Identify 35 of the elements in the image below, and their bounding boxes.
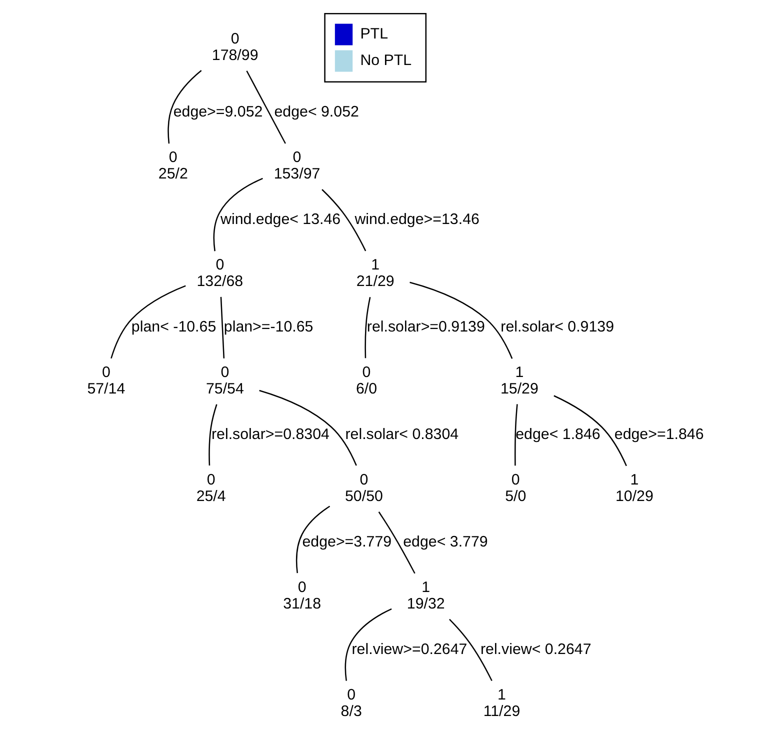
edge-label: rel.view>=0.2647 [352, 640, 468, 658]
legend-label: PTL [360, 25, 388, 42]
node-text: 0 6/0 [356, 364, 378, 398]
edge-label: edge>=3.779 [302, 533, 392, 550]
node-text: 1 10/29 [615, 472, 654, 505]
edge-label: rel.solar< 0.8304 [345, 426, 459, 443]
edge-label: wind.edge< 13.46 [220, 211, 341, 228]
node-text: 0 31/18 [283, 578, 322, 612]
edge-label: plan< -10.65 [131, 318, 216, 336]
edge-label: edge>=9.052 [173, 104, 263, 121]
node-text: 0 50/50 [345, 472, 383, 505]
node-text: 0 132/68 [196, 256, 244, 290]
edge-label: rel.solar>=0.9139 [366, 318, 485, 336]
node-text: 1 11/29 [483, 686, 520, 720]
node-text: 0 153/97 [274, 149, 320, 183]
edge-label: plan>=-10.65 [224, 318, 314, 336]
legend-label: No PTL [360, 52, 412, 69]
node-text: 0 5/0 [505, 472, 526, 505]
node-text: 1 21/29 [356, 256, 394, 290]
node-text: 0 25/4 [196, 472, 226, 505]
node-text: 0 25/2 [158, 149, 188, 183]
edge-label: rel.view< 0.2647 [480, 640, 592, 658]
edge-label: rel.solar< 0.9139 [500, 318, 614, 336]
edge-label: edge< 1.846 [516, 426, 600, 443]
node-text: 0 178/99 [212, 30, 258, 64]
node-text: 0 8/3 [340, 686, 362, 720]
edge-label: wind.edge>=13.46 [354, 211, 480, 228]
node-text: 0 75/54 [206, 364, 244, 398]
node-text: 1 15/29 [500, 364, 538, 398]
edge-label: edge< 3.779 [403, 533, 488, 550]
edge-label: rel.solar>=0.8304 [211, 426, 330, 443]
edge-label: edge>=1.846 [614, 426, 704, 443]
node-text: 0 57/14 [87, 364, 126, 398]
node-text: 1 19/32 [406, 578, 445, 612]
edge-label: edge< 9.052 [274, 104, 359, 121]
